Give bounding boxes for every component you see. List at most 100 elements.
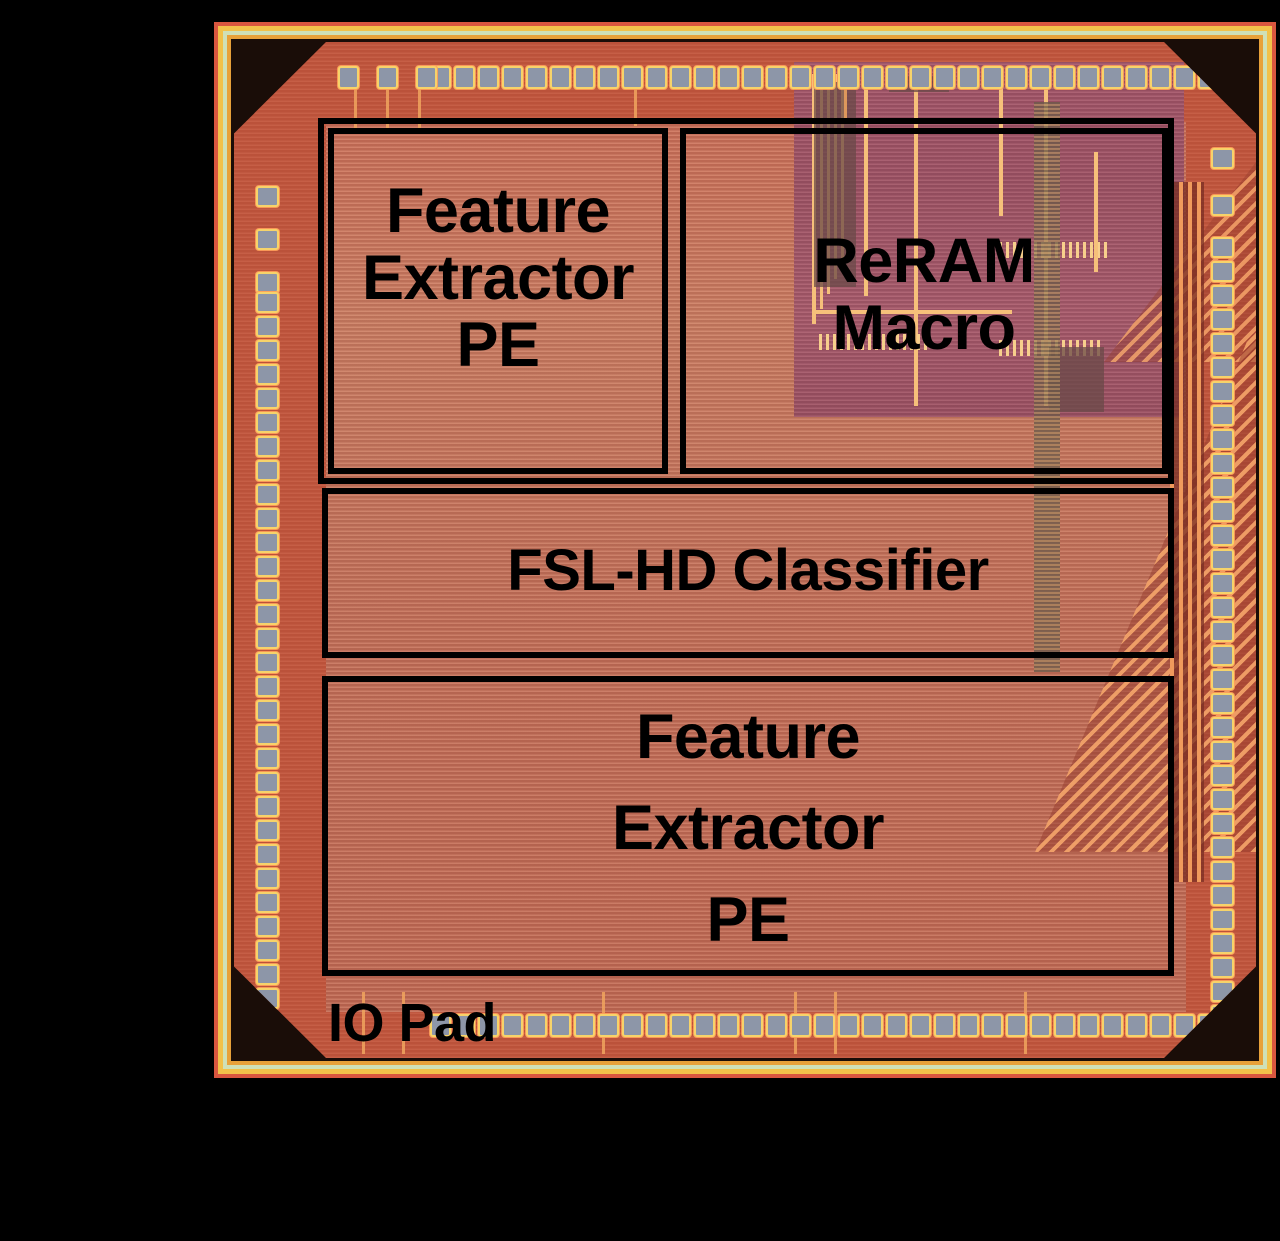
bond-pad[interactable] (256, 652, 279, 673)
bond-pad[interactable] (256, 628, 279, 649)
bond-pad[interactable] (256, 508, 279, 529)
bond-pad[interactable] (1211, 885, 1234, 906)
bond-pad[interactable] (1078, 1014, 1099, 1037)
bond-pad[interactable] (1211, 717, 1234, 738)
bond-pad[interactable] (814, 66, 835, 89)
bond-pad[interactable] (1211, 837, 1234, 858)
bond-pad[interactable] (718, 66, 739, 89)
bond-pad[interactable] (1211, 645, 1234, 666)
bond-pad[interactable] (256, 868, 279, 889)
bond-pad[interactable] (1211, 597, 1234, 618)
bond-pad[interactable] (1211, 789, 1234, 810)
bond-pad[interactable] (256, 272, 279, 293)
bond-pad[interactable] (1211, 501, 1234, 522)
bond-pad[interactable] (478, 1014, 499, 1037)
bond-pad[interactable] (1211, 933, 1234, 954)
bond-pad[interactable] (1211, 813, 1234, 834)
bond-pad[interactable] (502, 66, 523, 89)
bond-pad[interactable] (416, 66, 437, 89)
bond-pad[interactable] (622, 66, 643, 89)
bond-pad[interactable] (256, 724, 279, 745)
bond-pad[interactable] (256, 292, 279, 313)
bond-pad[interactable] (1126, 1014, 1147, 1037)
bond-pad[interactable] (742, 1014, 763, 1037)
bond-pad[interactable] (256, 412, 279, 433)
bond-pad[interactable] (256, 964, 279, 985)
bond-pad[interactable] (670, 66, 691, 89)
bond-pad[interactable] (718, 1014, 739, 1037)
bond-pad[interactable] (1211, 669, 1234, 690)
bond-pad[interactable] (256, 892, 279, 913)
bond-pad[interactable] (1211, 957, 1234, 978)
bond-pad[interactable] (256, 316, 279, 337)
bond-pad[interactable] (256, 844, 279, 865)
bond-pad[interactable] (256, 364, 279, 385)
bond-pad[interactable] (1211, 148, 1234, 169)
bond-pad[interactable] (1211, 861, 1234, 882)
bond-pad[interactable] (766, 1014, 787, 1037)
bond-pad[interactable] (910, 66, 931, 89)
bond-pad[interactable] (982, 1014, 1003, 1037)
bond-pad[interactable] (1211, 405, 1234, 426)
bond-pad[interactable] (256, 796, 279, 817)
bond-pad[interactable] (550, 66, 571, 89)
bond-pad[interactable] (790, 66, 811, 89)
bond-pad[interactable] (1211, 477, 1234, 498)
bond-pad[interactable] (256, 580, 279, 601)
bond-pad[interactable] (526, 66, 547, 89)
bond-pad[interactable] (1211, 261, 1234, 282)
bond-pad[interactable] (598, 66, 619, 89)
bond-pad[interactable] (1211, 381, 1234, 402)
bond-pad[interactable] (377, 66, 398, 89)
bond-pad[interactable] (1150, 1014, 1171, 1037)
bond-pad[interactable] (1030, 1014, 1051, 1037)
bond-pad[interactable] (1054, 1014, 1075, 1037)
bond-pad[interactable] (256, 940, 279, 961)
bond-pad[interactable] (550, 1014, 571, 1037)
bond-pad[interactable] (598, 1014, 619, 1037)
bond-pad[interactable] (1211, 309, 1234, 330)
bond-pad[interactable] (256, 748, 279, 769)
bond-pad[interactable] (256, 186, 279, 207)
bond-pad[interactable] (982, 66, 1003, 89)
bond-pad[interactable] (646, 1014, 667, 1037)
bond-pad[interactable] (1102, 1014, 1123, 1037)
bond-pad[interactable] (694, 1014, 715, 1037)
bond-pad[interactable] (1211, 549, 1234, 570)
bond-pad[interactable] (622, 1014, 643, 1037)
bond-pad[interactable] (670, 1014, 691, 1037)
bond-pad[interactable] (886, 66, 907, 89)
bond-pad[interactable] (256, 484, 279, 505)
bond-pad[interactable] (1078, 66, 1099, 89)
bond-pad[interactable] (1150, 66, 1171, 89)
bond-pad[interactable] (694, 66, 715, 89)
bond-pad[interactable] (934, 1014, 955, 1037)
bond-pad[interactable] (1211, 693, 1234, 714)
bond-pad[interactable] (862, 1014, 883, 1037)
bond-pad[interactable] (1211, 741, 1234, 762)
bond-pad[interactable] (256, 820, 279, 841)
bond-pad[interactable] (256, 436, 279, 457)
bond-pad[interactable] (838, 1014, 859, 1037)
bond-pad[interactable] (1211, 573, 1234, 594)
bond-pad[interactable] (934, 66, 955, 89)
bond-pad[interactable] (766, 66, 787, 89)
bond-pad[interactable] (1211, 621, 1234, 642)
bond-pad[interactable] (454, 1014, 475, 1037)
bond-pad[interactable] (742, 66, 763, 89)
bond-pad[interactable] (256, 772, 279, 793)
bond-pad[interactable] (256, 340, 279, 361)
bond-pad[interactable] (256, 460, 279, 481)
bond-pad[interactable] (256, 229, 279, 250)
bond-pad[interactable] (1211, 237, 1234, 258)
bond-pad[interactable] (1211, 765, 1234, 786)
bond-pad[interactable] (1174, 1014, 1195, 1037)
bond-pad[interactable] (256, 532, 279, 553)
bond-pad[interactable] (1054, 66, 1075, 89)
bond-pad[interactable] (910, 1014, 931, 1037)
bond-pad[interactable] (790, 1014, 811, 1037)
bond-pad[interactable] (1211, 357, 1234, 378)
bond-pad[interactable] (1211, 333, 1234, 354)
bond-pad[interactable] (256, 916, 279, 937)
bond-pad[interactable] (574, 1014, 595, 1037)
